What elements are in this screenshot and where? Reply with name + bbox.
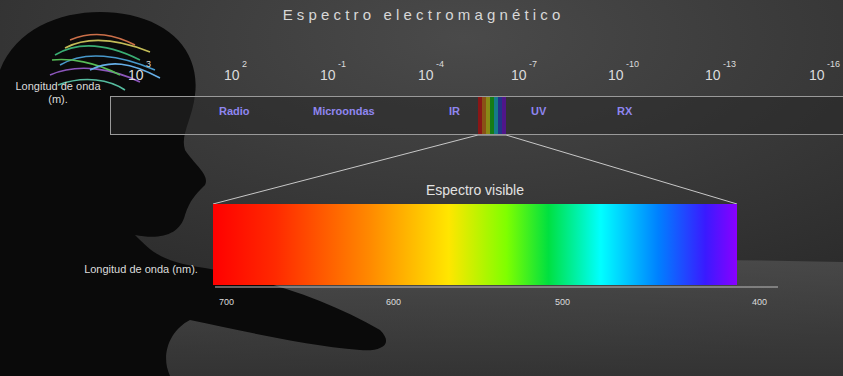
tick-label: 400 — [752, 297, 767, 307]
tick-base: 10 — [809, 67, 825, 83]
tick-base: 10 — [224, 67, 240, 83]
axis-line — [215, 287, 778, 288]
band-name: Radio — [219, 105, 250, 117]
tick-label: 600 — [386, 297, 401, 307]
tick-base: 10 — [418, 67, 434, 83]
tick-exponent: -1 — [338, 59, 346, 69]
tick-exponent: -10 — [626, 59, 639, 69]
tick-label: 500 — [555, 297, 570, 307]
tick-exponent: -4 — [436, 59, 444, 69]
baby-silhouette — [0, 12, 386, 376]
tick-label: 700 — [219, 297, 234, 307]
tick-base: 10 — [128, 67, 144, 83]
visible-spectrum-bar: Espectro visible — [213, 204, 737, 285]
tick-base: 10 — [320, 67, 336, 83]
axis-title: Longitud de onda (nm). — [82, 263, 200, 276]
tick-exponent: 3 — [146, 59, 151, 69]
tick-exponent: -7 — [529, 59, 537, 69]
bar-heading: Espectro visible — [426, 182, 524, 198]
zoom-connector — [213, 135, 737, 204]
axis-title: Longitud de onda (m). — [8, 80, 108, 105]
tick-exponent: -13 — [723, 59, 736, 69]
spectrum-band: Radio Microondas IR UV RX — [110, 96, 843, 135]
band-name: IR — [449, 105, 460, 117]
title: E s p e c t r o e l e c t r o m a g n é … — [0, 6, 843, 23]
band-name: Microondas — [313, 105, 375, 117]
tick-exponent: 2 — [242, 59, 247, 69]
band-name: RX — [617, 105, 632, 117]
tick-base: 10 — [608, 67, 624, 83]
tick-base: 10 — [511, 67, 527, 83]
band-name: UV — [531, 105, 546, 117]
tick-base: 10 — [705, 67, 721, 83]
tick-exponent: -16 — [827, 59, 840, 69]
